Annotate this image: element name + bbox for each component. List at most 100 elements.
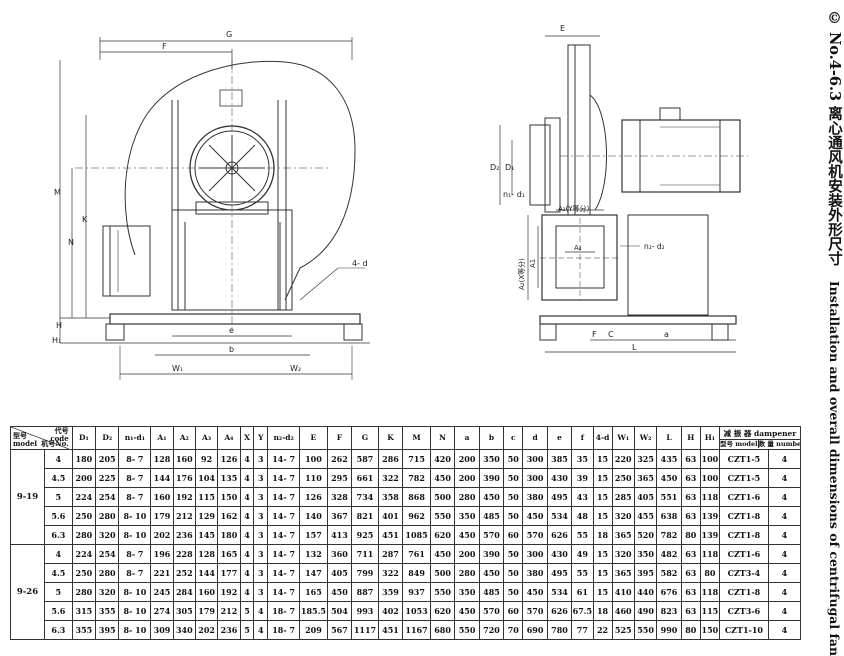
dampener-model-cell: CZT1-8 (718, 525, 769, 545)
table-cell: 780 (546, 620, 573, 640)
label-f-side: F (592, 330, 597, 339)
figure-caption: © No.4-6.3 离心通风机安装外形尺寸 Installation and … (818, 10, 844, 656)
table-cell: 254 (95, 544, 120, 564)
table-cell: 405 (326, 563, 353, 583)
table-cell: 160 (150, 487, 174, 507)
table-cell: 570 (478, 525, 505, 545)
table-cell: 55 (571, 563, 594, 583)
dampener-number-cell: 4 (767, 563, 802, 583)
table-cell: 250 (71, 506, 97, 526)
table-cell: 3 (253, 449, 269, 469)
table-cell: 300 (522, 449, 548, 469)
table-cell: 500 (429, 487, 456, 507)
table-cell: 4 (239, 468, 255, 488)
col-header: A₄ (217, 426, 241, 450)
table-cell: 570 (522, 601, 548, 621)
table-cell: 849 (402, 563, 431, 583)
table-cell: 551 (656, 487, 682, 507)
table-cell: 690 (522, 620, 548, 640)
table-cell: 385 (546, 449, 573, 469)
table-cell: 570 (522, 525, 548, 545)
col-header: L (656, 426, 682, 450)
table-cell: 126 (299, 487, 328, 507)
table-cell: 8- 10 (118, 601, 152, 621)
table-cell: 202 (194, 620, 219, 640)
table-cell: 200 (454, 468, 480, 488)
table-cell: 49 (571, 544, 594, 564)
table-cell: 162 (217, 506, 241, 526)
label-d2: D₂ (490, 163, 499, 172)
table-cell: 355 (71, 620, 97, 640)
col-header: X (239, 426, 255, 450)
dampener-number-cell: 4 (767, 601, 802, 621)
table-cell: 67.5 (571, 601, 594, 621)
table-cell: 15 (592, 544, 613, 564)
table-cell: 3 (253, 506, 269, 526)
col-header: H (680, 426, 701, 450)
table-cell: 350 (454, 506, 480, 526)
label-a4: A₄ (574, 244, 582, 252)
table-cell: 395 (633, 563, 658, 583)
table-cell: 157 (299, 525, 328, 545)
table-cell: 144 (194, 563, 219, 583)
machine-no-cell: 4 (44, 449, 73, 469)
table-cell: 4 (239, 487, 255, 507)
table-cell: 320 (611, 544, 635, 564)
table-cell: 322 (377, 563, 404, 583)
table-cell: 284 (172, 582, 196, 602)
table-cell: 14- 7 (267, 468, 301, 488)
col-header: W₁ (611, 426, 635, 450)
table-cell: 14- 7 (267, 544, 301, 564)
table-cell: 450 (429, 544, 456, 564)
table-cell: 3 (253, 544, 269, 564)
table-cell: 734 (351, 487, 379, 507)
table-cell: 380 (522, 487, 548, 507)
table-cell: 4 (239, 544, 255, 564)
table-cell: 550 (429, 506, 456, 526)
table-cell: 254 (95, 487, 120, 507)
table-cell: 18- 7 (267, 620, 301, 640)
inlet-duct (102, 225, 151, 297)
table-cell: 500 (429, 563, 456, 583)
table-cell: 200 (71, 468, 97, 488)
table-cell: 262 (326, 449, 353, 469)
table-cell: 993 (351, 601, 379, 621)
table-cell: 18- 7 (267, 601, 301, 621)
dampener-number-cell: 4 (767, 487, 802, 507)
table-cell: 14- 7 (267, 506, 301, 526)
impeller-hub (189, 125, 275, 211)
table-cell: 460 (611, 601, 635, 621)
table-cell: 495 (546, 563, 573, 583)
label-b: b (229, 345, 234, 354)
table-cell: 534 (546, 506, 573, 526)
table-cell: 328 (326, 487, 353, 507)
machine-no-cell: 4.5 (44, 468, 73, 488)
table-cell: 50 (503, 563, 524, 583)
table-cell: 320 (95, 525, 120, 545)
table-cell: 80 (699, 563, 720, 583)
table-cell: 482 (656, 544, 682, 564)
table-cell: 451 (377, 620, 404, 640)
table-cell: 638 (656, 506, 682, 526)
table-cell: 274 (150, 601, 174, 621)
table-cell: 63 (680, 487, 701, 507)
table-cell: 139 (699, 525, 720, 545)
caption-en: Installation and overall dimensions of c… (827, 280, 842, 656)
table-cell: 4 (253, 601, 269, 621)
dampener-number-cell: 4 (767, 582, 802, 602)
table-cell: 104 (194, 468, 219, 488)
table-cell: 325 (633, 449, 658, 469)
table-cell: 118 (699, 582, 720, 602)
table-cell: 118 (699, 487, 720, 507)
table-cell: 680 (429, 620, 456, 640)
table-cell: 115 (699, 601, 720, 621)
table-cell: 495 (546, 487, 573, 507)
table-cell: 48 (571, 506, 594, 526)
table-cell: 63 (680, 506, 701, 526)
